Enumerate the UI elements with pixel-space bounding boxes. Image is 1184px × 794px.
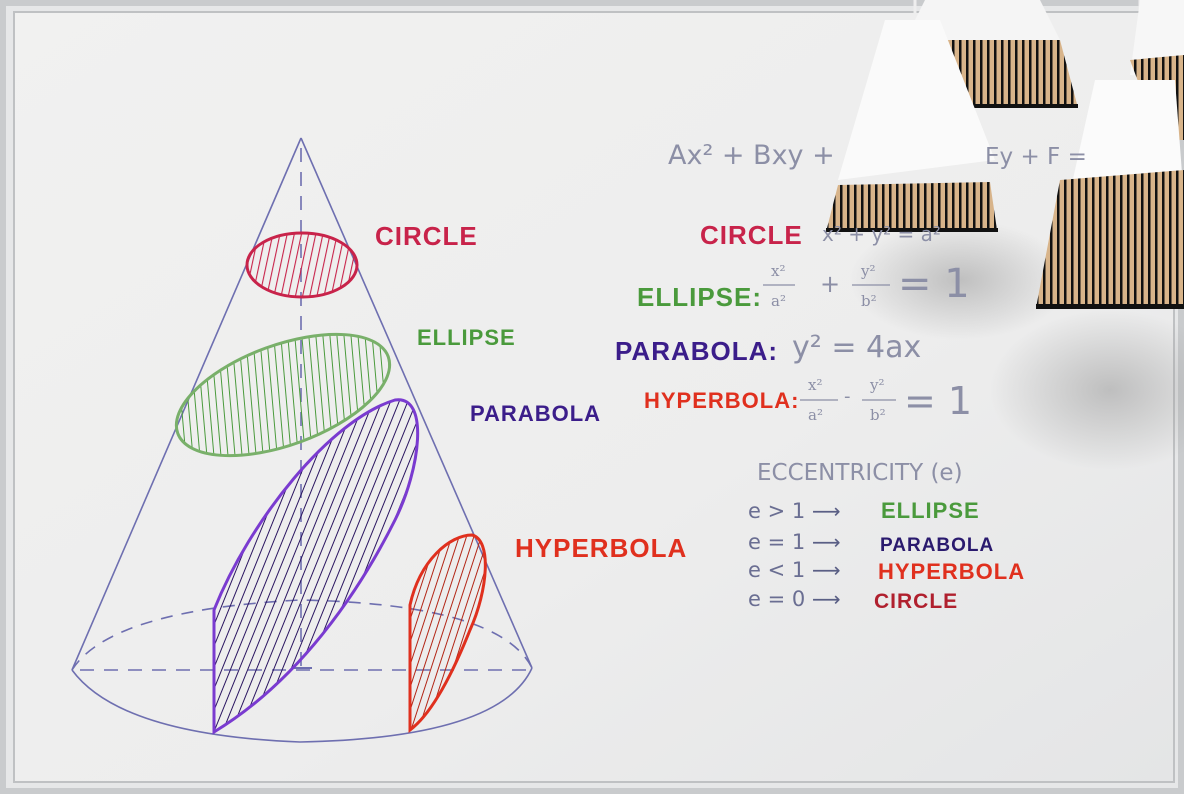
ellipse-section [174,332,392,458]
circle-section [245,231,359,299]
ecc-row-1-result: ELLIPSE [881,498,980,523]
ecc-row-4-result: CIRCLE [874,590,959,613]
cone-label-hyperbola: HYPERBOLA [515,533,688,563]
ecc-row-4-arrow: ⟶ [812,587,841,611]
ecc-row-3-condition: e < 1 [748,558,806,582]
pendant-lamps [826,0,1184,309]
equation-label-parabola: PARABOLA: [615,336,779,366]
parabola-section [212,398,420,735]
ecc-row-3-result: HYPERBOLA [878,559,1026,584]
ecc-row-2-arrow: ⟶ [812,530,841,554]
equation-circle: x² + y² = a² [822,222,941,246]
hyperbola-b2: b² [870,406,886,424]
ellipse-equals-one: = 1 [898,261,970,307]
ellipse-plus: + [820,270,841,298]
equation-label-ellipse: ELLIPSE: [637,282,763,312]
cone-right-edge [300,137,533,669]
equation-label-hyperbola: HYPERBOLA: [644,388,800,413]
ecc-row-2-condition: e = 1 [748,530,806,554]
ecc-row-4-condition: e = 0 [748,587,806,611]
cone-label-circle: CIRCLE [375,221,478,251]
eccentricity-title: ECCENTRICITY (e) [757,460,963,486]
ecc-row-3-arrow: ⟶ [812,558,841,582]
general-equation-left: Ax² + Bxy + [668,140,835,171]
ellipse-b2: b² [861,292,877,310]
ellipse-x2: x² [771,262,786,280]
hyperbola-a2: a² [808,406,823,424]
hyperbola-equals-one: = 1 [904,379,973,423]
ellipse-y2: y² [861,262,876,280]
hyperbola-section [408,533,487,734]
cone-label-parabola: PARABOLA [470,401,602,426]
cone-base-front [71,667,533,743]
hyperbola-x2: x² [808,376,823,394]
equation-label-circle: CIRCLE [700,220,803,250]
ellipse-a2: a² [771,292,786,310]
ecc-row-2-result: PARABOLA [880,535,995,556]
general-equation-right: Ey + F = [985,144,1087,170]
equation-parabola: y² = 4ax [792,330,922,365]
cone-label-ellipse: ELLIPSE [417,325,516,350]
ecc-row-1-condition: e > 1 [748,499,806,523]
hyperbola-minus: - [844,386,851,407]
ecc-row-1-arrow: ⟶ [812,499,841,523]
hyperbola-y2: y² [870,376,885,394]
cone-base-back [71,599,533,671]
